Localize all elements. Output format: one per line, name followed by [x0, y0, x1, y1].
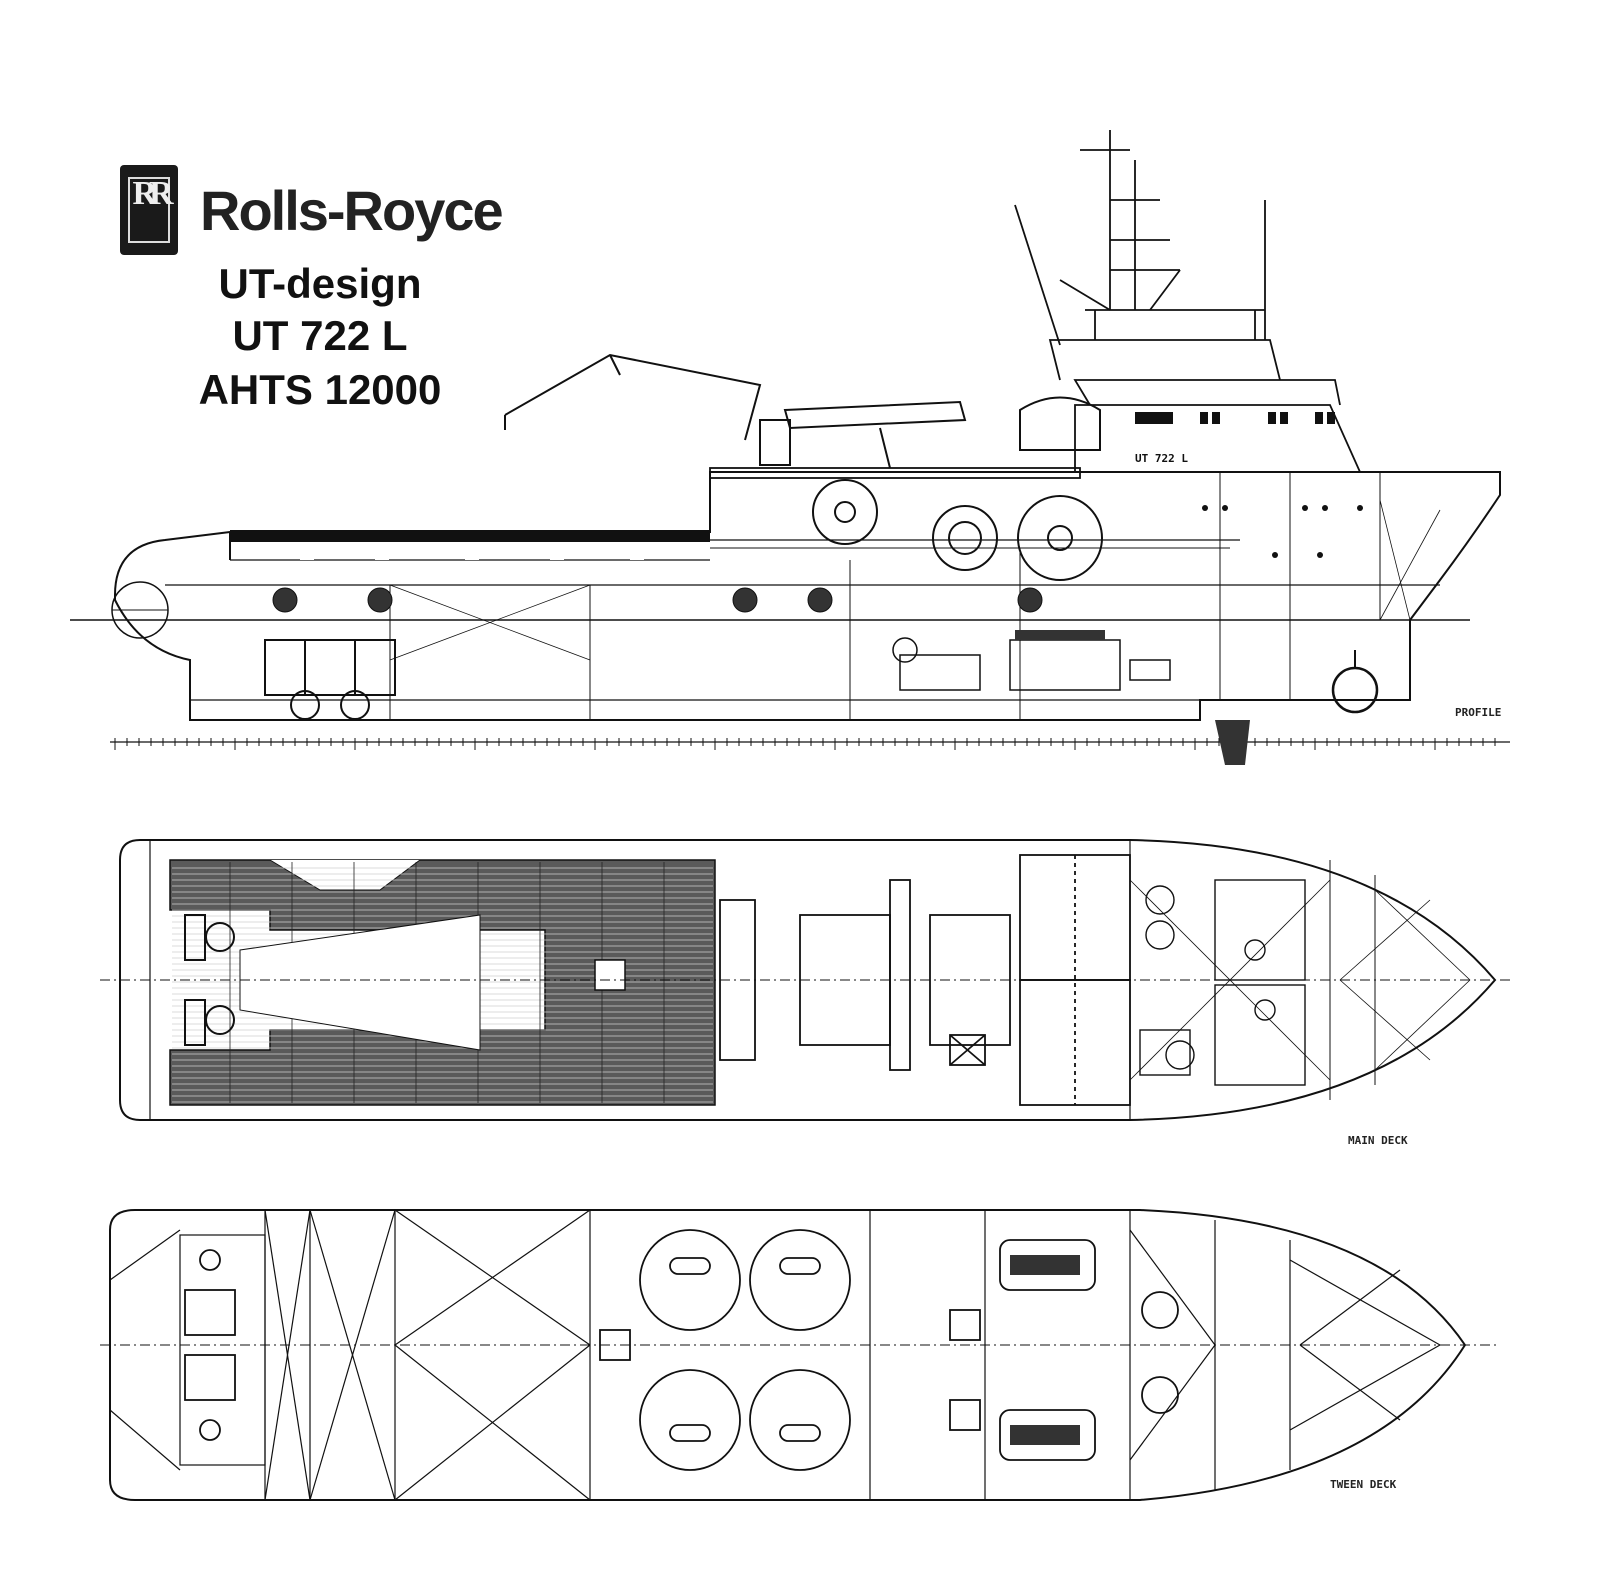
- hull-marking: UT 722 L: [1135, 452, 1188, 465]
- tween-deck-view: [100, 1209, 1500, 1501]
- tween-deck-label: TWEEN DECK: [1330, 1478, 1397, 1491]
- main-deck-view: [100, 839, 1510, 1121]
- profile-label: PROFILE: [1455, 706, 1502, 719]
- design-line-1: UT-design: [218, 260, 422, 307]
- brand-name: Rolls-Royce: [200, 179, 504, 242]
- main-deck-label: MAIN DECK: [1348, 1134, 1408, 1147]
- profile-view: UT 722 L: [70, 130, 1510, 765]
- rr-logo-icon: RR: [120, 165, 178, 255]
- design-line-2: UT 722 L: [232, 312, 408, 359]
- design-line-3: AHTS 12000: [198, 366, 442, 413]
